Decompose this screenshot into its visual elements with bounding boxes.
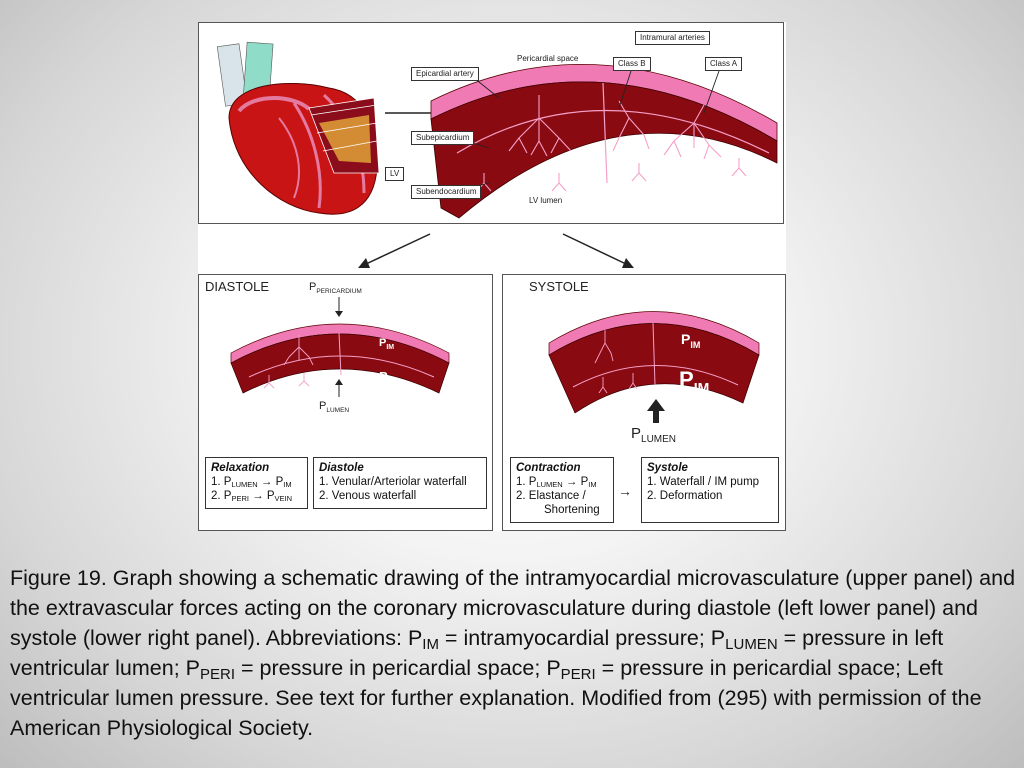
systole-p-im-lower: PIM [679, 367, 710, 396]
branch-arrows [358, 233, 634, 268]
myocardium-segment [430, 63, 778, 219]
class-a-tag: Class A [705, 57, 743, 71]
lv-lumen-label: LV lumen [529, 196, 562, 205]
upper-panel: Pericardial space LV lumen Intramural ar… [198, 22, 784, 224]
diastole-p-im-upper: PIM [379, 337, 395, 352]
systole-p-im-upper: PIM [681, 331, 701, 350]
contraction-box: Contraction 1. PLUMEN → PIM 2. Elastance… [510, 457, 614, 523]
diastole-box: Diastole 1. Venular/Arteriolar waterfall… [313, 457, 487, 509]
subendocardium-tag: Subendocardium [411, 185, 482, 199]
systole-title: SYSTOLE [529, 279, 589, 294]
subepicardium-tag: Subepicardium [411, 131, 475, 145]
diastole-title: DIASTOLE [205, 279, 270, 294]
systole-box-arrow: → [618, 483, 632, 499]
lv-tag: LV [385, 167, 405, 181]
diastole-p-im-lower: PIM [379, 369, 397, 387]
intramural-arteries-tag: Intramural arteries [635, 31, 710, 45]
heart-illustration [216, 41, 380, 215]
diastole-panel: DIASTOLE PPERICARDIUM PIM PIM PLUMEN Rel… [198, 274, 493, 531]
diastole-p-lumen-label: PLUMEN [319, 400, 350, 415]
systole-panel: SYSTOLE PIM PIM PLUMEN Contraction 1. PL… [502, 274, 786, 531]
epicardial-artery-tag: Epicardial artery [411, 67, 479, 81]
pericardial-space-label: Pericardial space [517, 54, 579, 63]
diastole-drawing [230, 297, 450, 397]
systole-p-lumen-label: PLUMEN [631, 425, 677, 445]
systole-box: Systole 1. Waterfall / IM pump 2. Deform… [641, 457, 779, 523]
upper-panel-drawing: Pericardial space LV lumen [216, 41, 778, 219]
relaxation-box: Relaxation 1. PLUMEN → PIM 2. PPERI → PV… [205, 457, 308, 509]
p-pericardium-label: PPERICARDIUM [309, 281, 362, 296]
class-b-tag: Class B [613, 57, 651, 71]
systole-drawing [548, 311, 760, 423]
figure-caption: Figure 19. Graph showing a schematic dra… [10, 566, 1016, 740]
